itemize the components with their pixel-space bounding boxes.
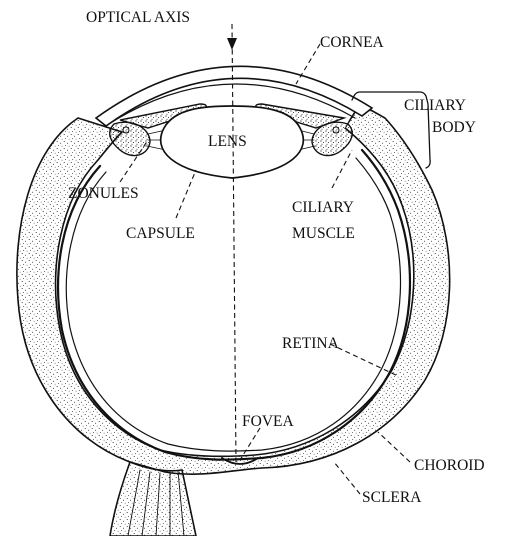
label-cornea: CORNEA	[320, 34, 385, 51]
sclera-leader	[334, 462, 360, 494]
label-ciliary-muscle-2: MUSCLE	[292, 225, 355, 242]
label-capsule: CAPSULE	[126, 225, 195, 242]
label-zonules: ZONULES	[68, 185, 139, 202]
label-ciliary-muscle-1: CILIARY	[292, 199, 354, 216]
label-fovea: FOVEA	[242, 413, 294, 430]
optic-nerve	[110, 462, 196, 536]
optical-axis-line	[232, 24, 236, 462]
optical-axis-arrowhead	[227, 38, 237, 50]
label-ciliary-body-1: CILIARY	[404, 97, 466, 114]
label-retina: RETINA	[282, 335, 340, 352]
capsule-leader	[176, 170, 196, 218]
ciliary-muscle-leader	[332, 150, 352, 188]
label-choroid: CHOROID	[414, 457, 485, 474]
label-sclera: SCLERA	[362, 489, 422, 506]
label-lens: LENS	[208, 133, 247, 150]
choroid-leader	[378, 432, 410, 462]
label-ciliary-body-2: BODY	[432, 119, 476, 136]
label-optical-axis: OPTICAL AXIS	[86, 9, 190, 26]
retina-leader	[330, 344, 398, 376]
